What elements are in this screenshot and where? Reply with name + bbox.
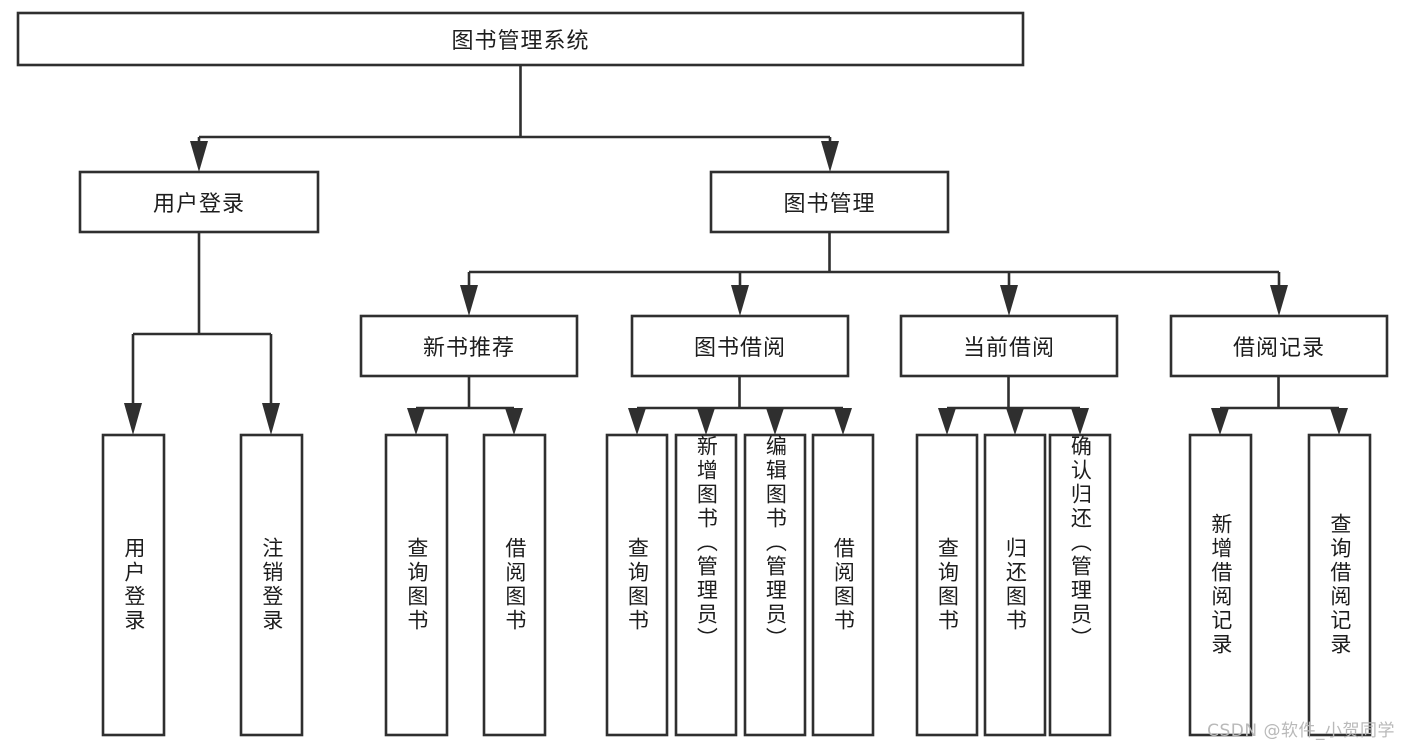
node-leaf-borrow-query-book-box[interactable] [605, 433, 669, 737]
node-book-management-box[interactable] [709, 170, 950, 234]
node-leaf-borrow-edit-book-box[interactable] [743, 433, 807, 737]
arrow-head-leaf-current-confirm-return [1071, 408, 1089, 435]
arrow-head-leaf-user-logout [262, 403, 280, 435]
node-user-login-box[interactable] [78, 170, 320, 234]
arrow-head-current-borrow [1000, 285, 1018, 316]
arrow-head-borrow-record [1270, 285, 1288, 316]
node-root-box[interactable] [16, 11, 1025, 67]
node-borrow-record-box[interactable] [1169, 314, 1389, 378]
node-leaf-record-add-box[interactable] [1188, 433, 1253, 737]
node-new-book-recommend-box[interactable] [359, 314, 579, 378]
arrow-head-leaf-current-query-book [938, 408, 956, 435]
csdn-watermark: CSDN @软件_小贺同学 [1207, 721, 1395, 741]
node-leaf-borrow-add-book-box[interactable] [674, 433, 738, 737]
node-leaf-borrow-borrow-book-box[interactable] [811, 433, 875, 737]
node-leaf-record-query-box[interactable] [1307, 433, 1372, 737]
node-current-borrow-box[interactable] [899, 314, 1119, 378]
arrow-head-leaf-rec-query-book [407, 408, 425, 435]
node-leaf-rec-borrow-book-box[interactable] [482, 433, 547, 737]
arrow-head-leaf-record-query [1330, 408, 1348, 435]
arrow-head-book-management [821, 141, 839, 172]
node-leaf-current-return-book-box[interactable] [983, 433, 1047, 737]
node-leaf-user-logout-box[interactable] [239, 433, 304, 737]
node-leaf-current-confirm-return-box[interactable] [1048, 433, 1112, 737]
arrow-head-leaf-record-add [1211, 408, 1229, 435]
arrow-head-leaf-borrow-add-book [697, 408, 715, 435]
arrow-head-book-borrow [731, 285, 749, 316]
node-leaf-current-query-book-box[interactable] [915, 433, 979, 737]
node-book-borrow-box[interactable] [630, 314, 850, 378]
arrow-head-new-book-recommend [460, 285, 478, 316]
arrow-head-leaf-borrow-query-book [628, 408, 646, 435]
arrow-head-user-login [190, 141, 208, 172]
arrow-head-leaf-user-login [124, 403, 142, 435]
node-leaf-rec-query-book-box[interactable] [384, 433, 449, 737]
arrow-head-leaf-borrow-borrow-book [834, 408, 852, 435]
arrow-head-leaf-rec-borrow-book [505, 408, 523, 435]
arrow-head-leaf-borrow-edit-book [766, 408, 784, 435]
node-leaf-user-login-box[interactable] [101, 433, 166, 737]
arrow-head-leaf-current-return-book [1006, 408, 1024, 435]
